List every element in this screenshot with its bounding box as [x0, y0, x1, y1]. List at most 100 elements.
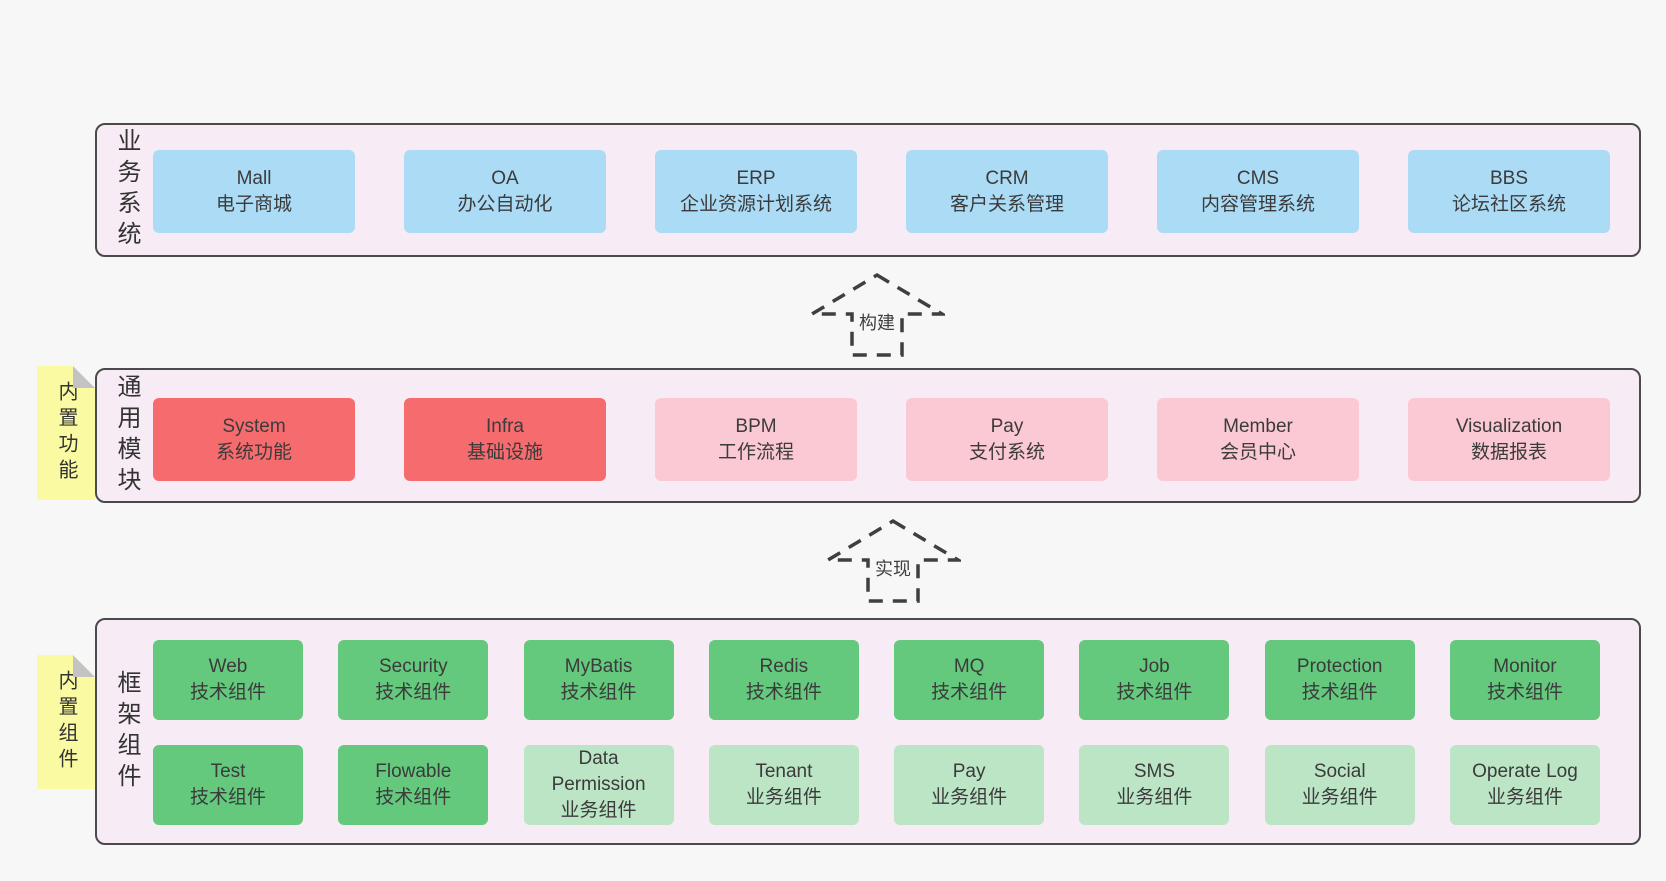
box-erp-name: ERP: [736, 167, 776, 189]
build-arrow-label: 构建: [859, 312, 895, 334]
box-social-desc: 业务组件: [1301, 787, 1378, 808]
box-oa: OA 办公自动化: [404, 150, 606, 233]
box-data-permission: Data Permission 业务组件: [523, 745, 674, 825]
business-box-row: Mall 电子商城 OA 办公自动化 ERP 企业资源计划系统 CRM 客户关系…: [153, 150, 1610, 233]
box-oa-name: OA: [491, 167, 519, 189]
box-social-name: Social: [1313, 761, 1366, 782]
box-visualization-desc: 数据报表: [1470, 441, 1547, 463]
box-test-name: Test: [210, 761, 246, 782]
box-mall-name: Mall: [236, 167, 272, 189]
box-mall-desc: 电子商城: [215, 193, 292, 215]
box-member: Member 会员中心: [1157, 398, 1359, 481]
box-data-permission-name: Data Permission: [551, 748, 646, 795]
box-cms-name: CMS: [1236, 167, 1280, 189]
box-tenant-name: Tenant: [755, 761, 813, 782]
box-security-name: Security: [378, 656, 448, 677]
components-box-row-1: Web 技术组件 Security 技术组件 MyBatis 技术组件 Redi…: [153, 640, 1600, 720]
layer-components-label-text: 框架组件: [113, 669, 140, 794]
box-pay-component-desc: 业务组件: [931, 787, 1008, 808]
box-security: Security 技术组件: [338, 640, 489, 720]
box-infra: Infra 基础设施: [404, 398, 606, 481]
box-pay-module-name: Pay: [990, 415, 1024, 437]
box-tenant-desc: 业务组件: [745, 787, 822, 808]
box-sms-name: SMS: [1133, 761, 1175, 782]
box-erp: ERP 企业资源计划系统: [655, 150, 857, 233]
sticky-tag-built-in-features: 内置功能: [37, 366, 95, 500]
box-mybatis-desc: 技术组件: [560, 682, 637, 703]
box-visualization: Visualization 数据报表: [1408, 398, 1610, 481]
layer-common-modules: 通用模块 System 系统功能 Infra 基础设施 BPM 工作流程 Pay…: [95, 368, 1641, 503]
box-protection-desc: 技术组件: [1301, 682, 1378, 703]
sticky-tag-built-in-components-text: 内置组件: [55, 670, 77, 774]
box-pay-component-name: Pay: [952, 761, 986, 782]
box-redis: Redis 技术组件: [708, 640, 859, 720]
box-crm-name: CRM: [985, 167, 1029, 189]
box-visualization-name: Visualization: [1455, 415, 1563, 437]
box-test-desc: 技术组件: [189, 787, 266, 808]
box-flowable-name: Flowable: [375, 761, 452, 782]
box-mybatis-name: MyBatis: [564, 656, 633, 677]
layer-modules-label-text: 通用模块: [113, 373, 140, 498]
layer-business-label-text: 业务系统: [113, 128, 140, 252]
box-pay-component: Pay 业务组件: [894, 745, 1045, 825]
box-web-name: Web: [208, 656, 248, 677]
box-infra-desc: 基础设施: [466, 441, 543, 463]
box-mq: MQ 技术组件: [894, 640, 1045, 720]
layer-business-label: 业务系统: [97, 125, 155, 255]
box-protection: Protection 技术组件: [1264, 640, 1415, 720]
box-mybatis: MyBatis 技术组件: [523, 640, 674, 720]
components-box-row-2: Test 技术组件 Flowable 技术组件 Data Permission …: [153, 745, 1600, 825]
sticky-tag-built-in-components: 内置组件: [37, 655, 95, 789]
box-mq-desc: 技术组件: [931, 682, 1008, 703]
box-mq-name: MQ: [953, 656, 985, 677]
box-member-desc: 会员中心: [1219, 441, 1296, 463]
box-redis-desc: 技术组件: [745, 682, 822, 703]
box-operate-log-desc: 业务组件: [1486, 787, 1563, 808]
box-crm: CRM 客户关系管理: [906, 150, 1108, 233]
box-flowable: Flowable 技术组件: [338, 745, 489, 825]
box-test: Test 技术组件: [153, 745, 303, 825]
up-arrow-icon: [821, 518, 965, 603]
box-web: Web 技术组件: [153, 640, 303, 720]
folded-corner-icon: [73, 366, 95, 388]
box-tenant: Tenant 业务组件: [708, 745, 859, 825]
box-web-desc: 技术组件: [189, 682, 266, 703]
layer-modules-label: 通用模块: [97, 370, 155, 501]
layer-business-systems: 业务系统 Mall 电子商城 OA 办公自动化 ERP 企业资源计划系统 CRM…: [95, 123, 1641, 257]
box-pay-module: Pay 支付系统: [906, 398, 1108, 481]
box-security-desc: 技术组件: [375, 682, 452, 703]
implement-arrow-label: 实现: [875, 558, 911, 580]
box-member-name: Member: [1223, 415, 1293, 437]
box-sms-desc: 业务组件: [1116, 787, 1193, 808]
box-bbs: BBS 论坛社区系统: [1408, 150, 1610, 233]
modules-box-row: System 系统功能 Infra 基础设施 BPM 工作流程 Pay 支付系统…: [153, 398, 1610, 481]
box-bpm-name: BPM: [735, 415, 777, 437]
sticky-tag-built-in-features-text: 内置功能: [55, 381, 77, 485]
box-social: Social 业务组件: [1264, 745, 1415, 825]
box-system-desc: 系统功能: [215, 441, 292, 463]
box-bbs-desc: 论坛社区系统: [1451, 193, 1566, 215]
box-job-name: Job: [1139, 656, 1170, 677]
box-bbs-name: BBS: [1489, 167, 1529, 189]
box-bpm: BPM 工作流程: [655, 398, 857, 481]
box-protection-name: Protection: [1296, 656, 1383, 677]
box-operate-log: Operate Log 业务组件: [1449, 745, 1600, 825]
box-cms: CMS 内容管理系统: [1157, 150, 1359, 233]
box-sms: SMS 业务组件: [1079, 745, 1230, 825]
box-flowable-desc: 技术组件: [375, 787, 452, 808]
box-system-name: System: [222, 415, 286, 437]
box-mall: Mall 电子商城: [153, 150, 355, 233]
box-monitor: Monitor 技术组件: [1449, 640, 1600, 720]
box-system: System 系统功能: [153, 398, 355, 481]
box-erp-desc: 企业资源计划系统: [679, 193, 832, 215]
box-monitor-name: Monitor: [1493, 656, 1557, 677]
box-operate-log-name: Operate Log: [1472, 761, 1578, 782]
box-infra-name: Infra: [485, 415, 525, 437]
box-monitor-desc: 技术组件: [1486, 682, 1563, 703]
layer-framework-components: 框架组件 Web 技术组件 Security 技术组件 MyBatis 技术组件…: [95, 618, 1641, 845]
build-arrow: 构建: [805, 272, 949, 358]
box-bpm-desc: 工作流程: [717, 441, 794, 463]
implement-arrow: 实现: [821, 518, 965, 604]
box-job: Job 技术组件: [1079, 640, 1230, 720]
